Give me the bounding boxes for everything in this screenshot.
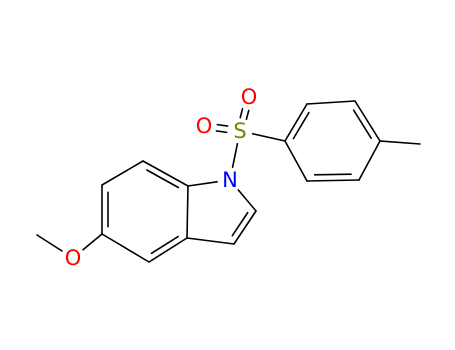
bond-p5-p6-inner — [313, 173, 352, 176]
bond-c7a-n1 — [187, 181, 218, 187]
bond-c7a-n1-line — [187, 181, 218, 187]
bond-c6-c7 — [101, 160, 144, 186]
bond-c7-c7a-inner — [146, 169, 180, 189]
bond-p5-p6-outer — [306, 179, 360, 182]
bond-p1-p2-outer — [284, 103, 308, 142]
bond-c6-c7-line — [101, 160, 144, 186]
bond-c7-c7a-outer — [142, 160, 189, 187]
atom-label-o2: O — [196, 114, 213, 138]
bond-p4-p5-line — [358, 140, 381, 181]
bond-c3a-c7a — [186, 185, 189, 239]
bond-c2-c3 — [231, 210, 257, 245]
bond-c5-o3-line — [82, 233, 103, 251]
bond-c7-c7a — [142, 160, 189, 189]
bond-layer — [36, 100, 421, 263]
bond-n1-c2-line — [237, 189, 257, 212]
bond-p4-pme-line — [379, 140, 421, 145]
bond-o3-cme-line — [36, 234, 63, 252]
bond-p1-p2 — [284, 103, 310, 142]
bond-s1-n1 — [231, 142, 239, 169]
atom-label-n1: N — [222, 168, 238, 192]
bond-s1-o2-b — [215, 130, 228, 134]
bond-o3-cme — [36, 234, 63, 252]
bond-s1-p1 — [251, 133, 286, 142]
bond-s1-o2 — [215, 123, 229, 134]
bond-c2-c3-inner — [231, 211, 249, 237]
bond-c2-c3-outer — [233, 210, 257, 245]
bond-c3-c3a-line — [186, 237, 235, 245]
bond-c5-o3 — [82, 233, 103, 251]
bond-p4-pme — [379, 140, 421, 145]
bond-p2-p3 — [306, 100, 356, 105]
bond-s1-o2-a — [216, 123, 229, 127]
bond-p3-p4-outer — [354, 100, 381, 142]
bond-c3a-c4 — [148, 235, 188, 263]
bond-p3-p4-inner — [352, 109, 372, 139]
bond-p2-p3-line — [306, 100, 356, 105]
bond-c4-c5-line — [101, 233, 150, 263]
bond-p6-p1-line — [284, 140, 308, 182]
bond-p6-p1 — [284, 140, 308, 182]
atom-label-s1: S — [233, 119, 246, 143]
bond-c3a-c7a-line — [186, 185, 189, 239]
bond-p5-p6 — [306, 173, 360, 182]
bond-s1-o1 — [239, 107, 250, 121]
atom-label-o1: O — [241, 85, 258, 109]
bond-c3-c3a — [186, 237, 235, 245]
bond-s1-o1-b — [239, 107, 244, 119]
atom-label-o3: O — [65, 246, 82, 270]
bond-p1-p2-inner — [292, 111, 310, 140]
bond-c5-c6 — [101, 184, 109, 235]
bond-s1-p1-line — [251, 133, 286, 142]
bond-p4-p5 — [358, 140, 381, 181]
bond-c4-c5 — [101, 233, 150, 263]
bond-c3a-c4-inner — [150, 235, 179, 255]
bond-s1-n1-line — [231, 142, 239, 169]
bond-n1-c2 — [237, 189, 257, 212]
bond-c3a-c4-outer — [148, 237, 188, 263]
bond-p3-p4 — [352, 100, 381, 142]
bond-s1-o1-a — [245, 109, 250, 121]
